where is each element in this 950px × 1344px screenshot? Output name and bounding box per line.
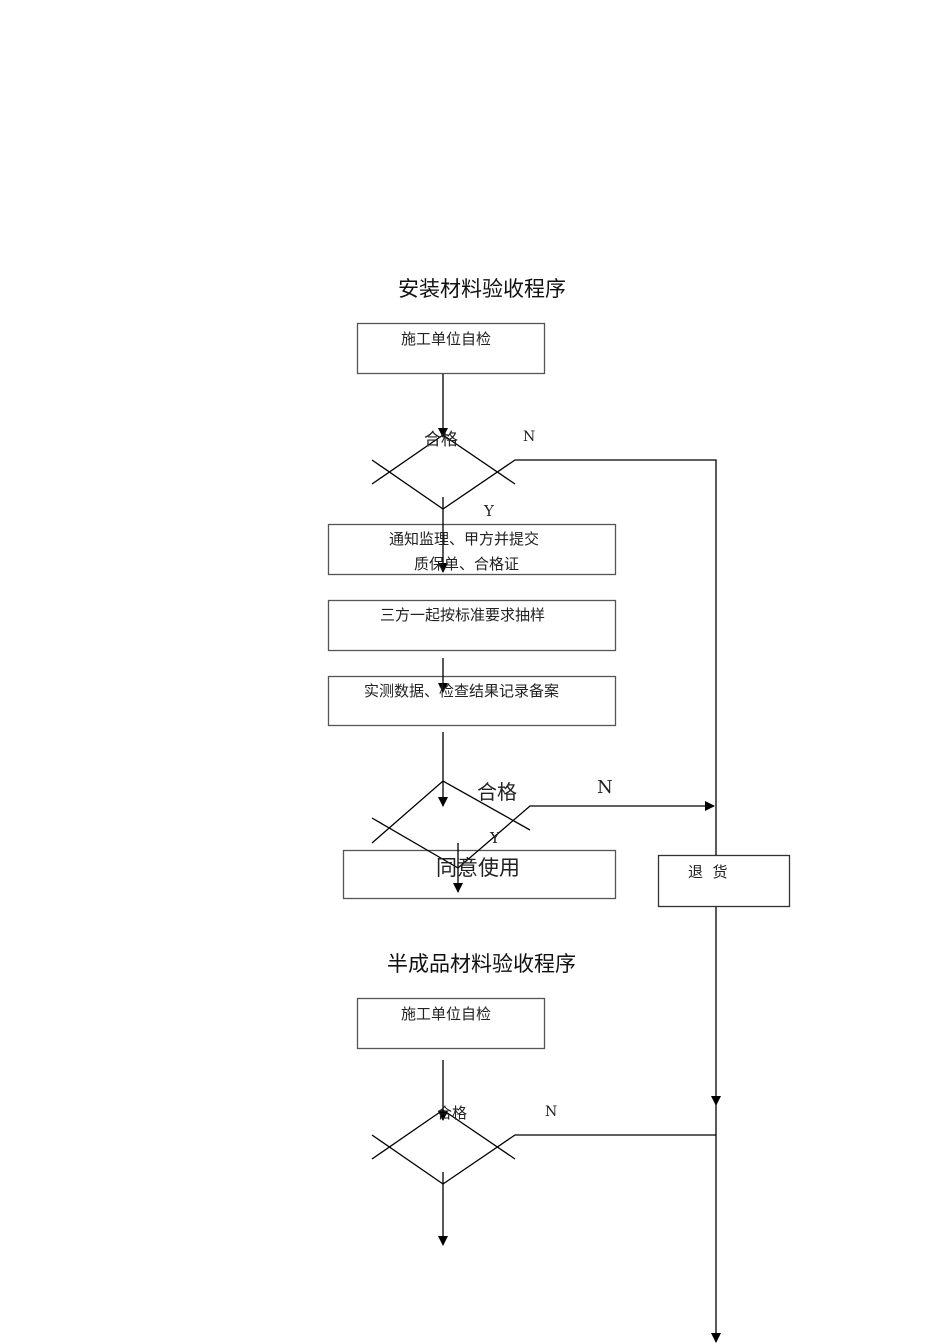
section2-title: 半成品材料验收程序 [387, 952, 576, 976]
decision-diamond-2 [371, 780, 531, 844]
box-approve [342, 849, 617, 900]
notify-line2: 质保单、合格证 [414, 555, 520, 573]
box-self-check-2 [356, 997, 546, 1050]
decision3-label: 合格 [437, 1104, 468, 1122]
box-sampling [327, 599, 617, 652]
self-check-2-label: 施工单位自检 [401, 1005, 492, 1023]
box-return [657, 854, 791, 908]
yes1-label: Y [484, 502, 494, 520]
no1-label: N [523, 429, 536, 445]
box-record [327, 675, 617, 727]
notify-line1: 通知监理、甲方并提交 [389, 530, 540, 548]
decision2-label: 合格 [477, 780, 517, 804]
section1-title: 安装材料验收程序 [398, 277, 566, 301]
decision-diamond-3 [371, 1109, 516, 1160]
sampling-label: 三方一起按标准要求抽样 [380, 606, 546, 624]
decision-diamond-1 [371, 434, 516, 485]
no3-label: N [545, 1104, 558, 1120]
decision1-label: 合格 [424, 430, 458, 450]
no2-label: N [597, 777, 613, 798]
box-notify [327, 523, 617, 576]
return-goods-label: 退 货 [688, 863, 728, 881]
box-self-check [356, 322, 546, 375]
self-check-label: 施工单位自检 [401, 330, 492, 348]
yes2-label: Y [490, 829, 500, 847]
approve-label: 同意使用 [436, 856, 520, 880]
record-label: 实测数据、检查结果记录备案 [364, 682, 560, 700]
